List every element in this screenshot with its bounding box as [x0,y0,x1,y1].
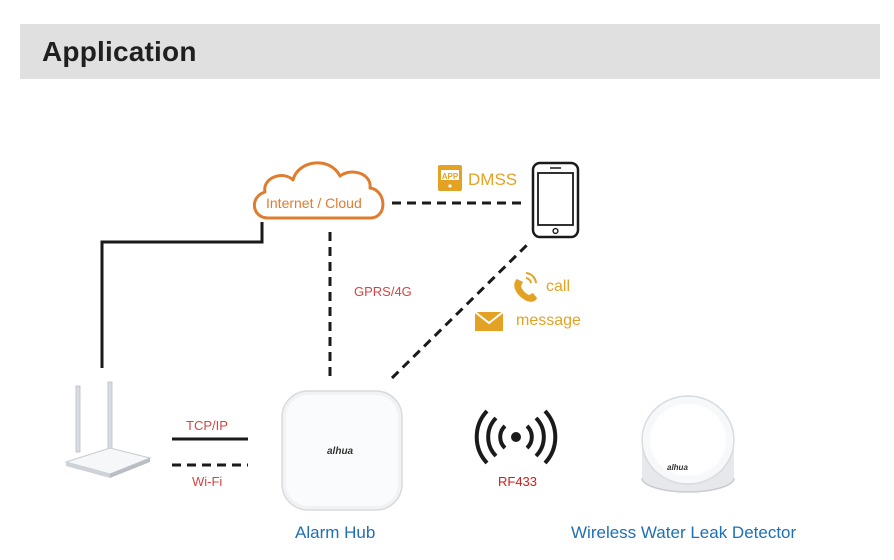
app-badge-text: APP [442,172,459,181]
smartphone-icon [531,161,580,239]
section-header: Application [20,24,880,79]
cloud-label: Internet / Cloud [266,195,362,211]
message-label: message [516,312,581,329]
cloud-icon [253,161,385,220]
hub-brand-logo: alhua [327,446,354,457]
router-icon [64,381,152,478]
alarm-hub-icon [281,390,403,511]
section-title: Application [42,36,197,67]
hub-phone-dashed-line [390,242,530,380]
call-label: call [546,278,571,295]
envelope-icon [474,311,504,331]
rf-signal-icon [474,409,558,465]
connection-lines [100,201,530,467]
leak-detector-icon [641,395,735,493]
app-icon: APP [438,165,462,191]
leak-detector-caption: Wireless Water Leak Detector [571,523,797,542]
router-cloud-line [100,222,264,368]
phone-call-icon [514,272,537,302]
dmss-app-label: DMSS [468,170,518,189]
rf433-label: RF433 [498,474,538,489]
tcpip-label: TCP/IP [186,418,228,433]
alarm-hub-caption: Alarm Hub [295,523,376,542]
detector-brand-logo: alhua [667,463,688,472]
gprs-label: GPRS/4G [354,284,412,299]
wifi-label: Wi-Fi [192,474,223,489]
